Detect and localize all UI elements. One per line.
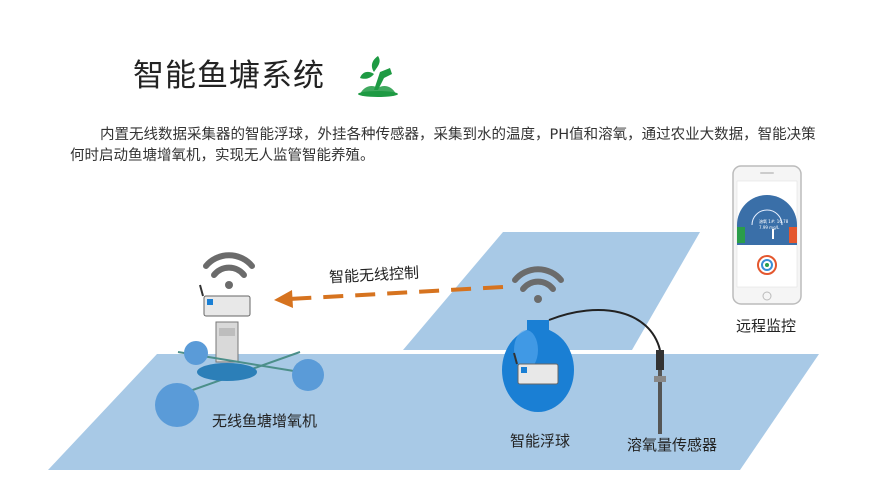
smart-buoy-label: 智能浮球: [510, 432, 571, 450]
smart-buoy: [502, 309, 661, 412]
wifi-icon: [203, 252, 255, 289]
phone-readout-line2: 7.99 mg/L: [759, 225, 780, 230]
description-text: 内置无线数据采集器的智能浮球，外挂各种传感器，采集到水的温度，PH值和溶氧，通过…: [70, 127, 816, 164]
aerator-device: [155, 284, 324, 427]
do-sensor: [654, 350, 666, 434]
do-sensor-label: 溶氧量传感器: [627, 436, 718, 454]
arrow-left-icon: [274, 285, 504, 308]
leaf-water-logo-icon: [358, 56, 398, 97]
aerator-label: 无线鱼塘增氧机: [212, 412, 318, 430]
page-title: 智能鱼塘系统: [133, 58, 325, 94]
front-pond: [48, 354, 819, 470]
remote-monitor-label: 远程监控: [736, 317, 797, 335]
wifi-icon: [512, 266, 564, 303]
phone-mockup: 溶氧 1#: 16.78 7.99 mg/L: [732, 165, 802, 305]
phone-readout-line1: 溶氧 1#: 16.78: [759, 219, 789, 224]
